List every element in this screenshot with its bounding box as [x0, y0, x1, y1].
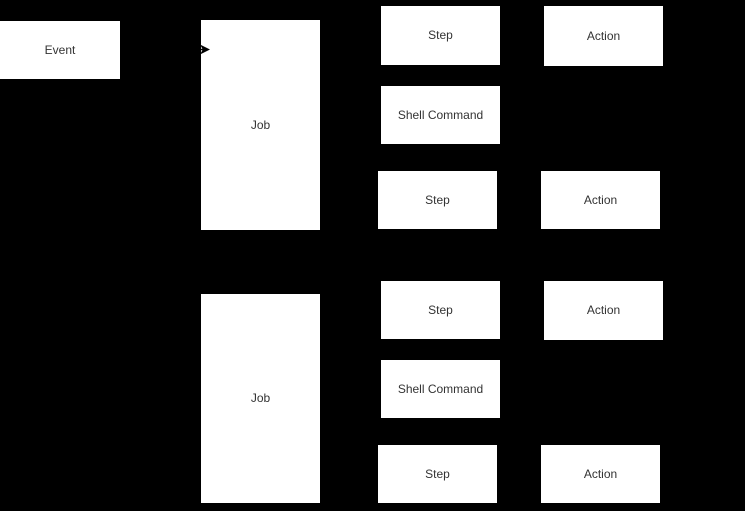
node-step-3[interactable]: Step [381, 281, 500, 339]
node-action-2[interactable]: Action [541, 171, 660, 229]
node-action-4-label: Action [583, 466, 618, 481]
node-step-4-label: Step [425, 466, 450, 481]
node-action-3[interactable]: Action [544, 281, 663, 340]
node-job-1-label: Job [250, 117, 271, 132]
node-step-3-label: Step [428, 302, 453, 317]
node-shell-command-1-label: Shell Command [397, 107, 484, 122]
node-action-3-label: Action [586, 303, 621, 318]
node-action-1[interactable]: Action [544, 6, 663, 66]
node-step-2-label: Step [425, 192, 450, 207]
node-shell-command-1[interactable]: Shell Command [381, 86, 500, 144]
node-job-1[interactable]: Job [201, 20, 320, 230]
node-event[interactable]: Event [0, 21, 120, 79]
node-job-2-label: Job [250, 391, 271, 406]
node-job-2[interactable]: Job [201, 294, 320, 503]
node-step-1-label: Step [428, 28, 453, 43]
node-event-label: Event [44, 42, 76, 57]
node-step-1[interactable]: Step [381, 6, 500, 65]
node-action-1-label: Action [586, 28, 621, 43]
node-step-2[interactable]: Step [378, 171, 497, 229]
node-shell-command-2[interactable]: Shell Command [381, 360, 500, 418]
node-action-4[interactable]: Action [541, 445, 660, 503]
node-action-2-label: Action [583, 192, 618, 207]
arrow-right-icon [196, 44, 210, 55]
node-step-4[interactable]: Step [378, 445, 497, 503]
node-shell-command-2-label: Shell Command [397, 381, 484, 396]
